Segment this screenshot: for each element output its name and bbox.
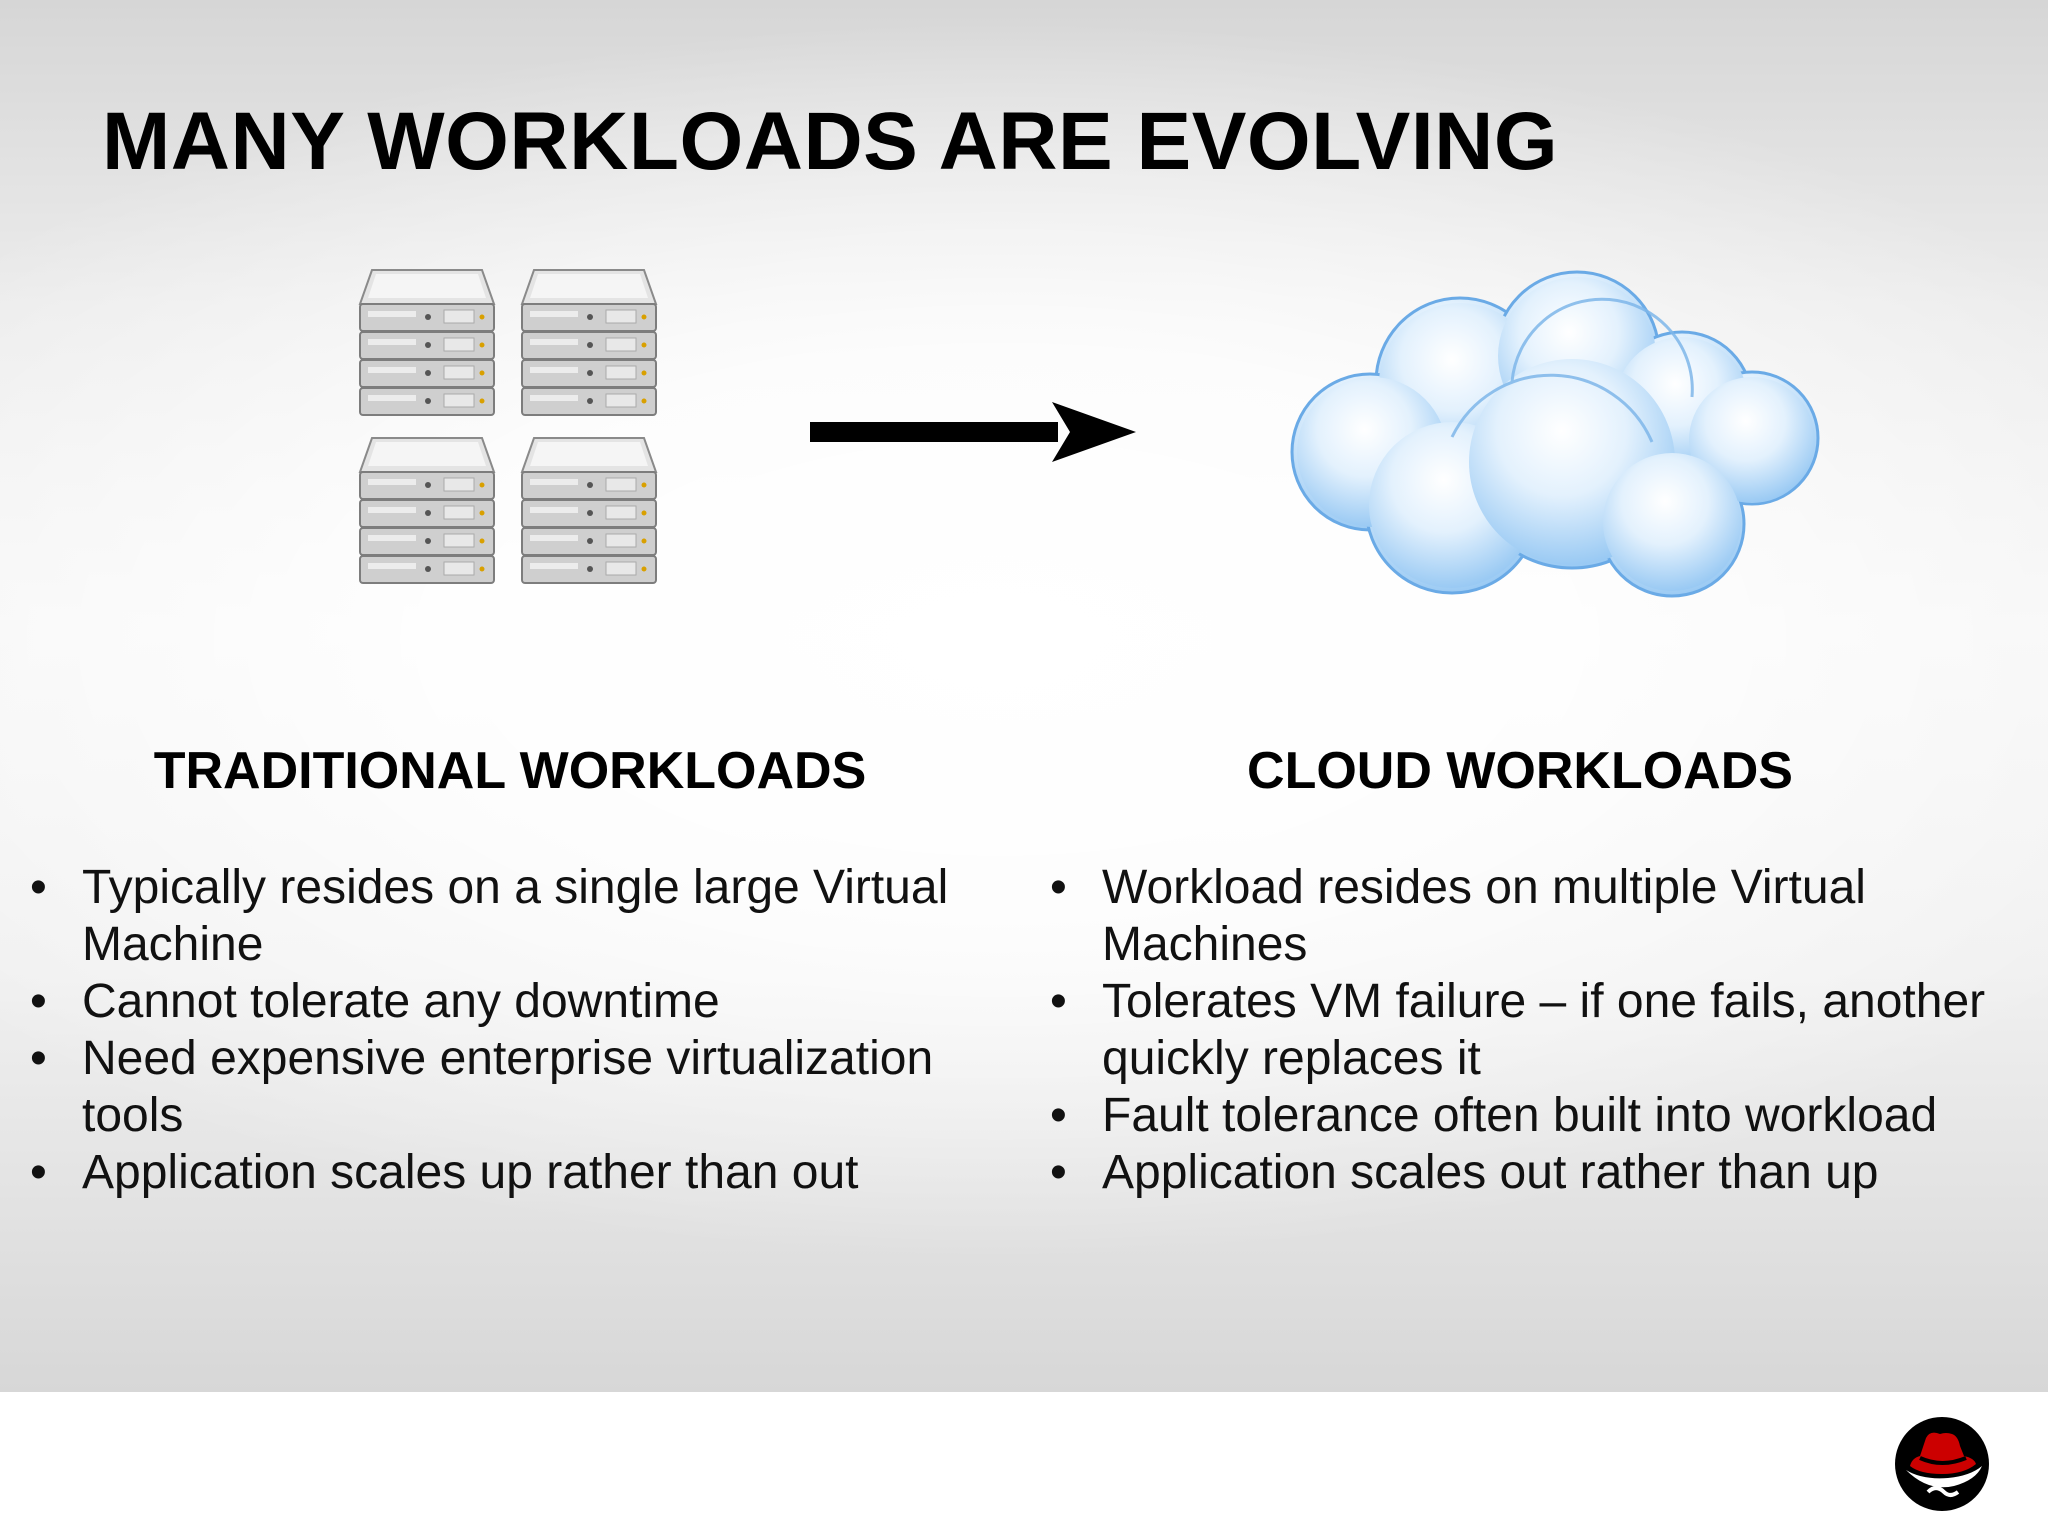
bullet-icon: • <box>1050 1146 1067 1199</box>
bullet-icon: • <box>30 975 47 1028</box>
list-item: • Application scales out rather than up <box>1050 1144 2040 1201</box>
traditional-workloads-heading: TRADITIONAL WORKLOADS <box>153 742 867 800</box>
server-stack-icon <box>520 437 658 584</box>
bullet-icon: • <box>30 1032 47 1085</box>
list-item: • Workload resides on multiple Virtual Ma… <box>1050 859 2040 973</box>
server-graphic <box>358 269 496 416</box>
bullet-text: Application scales out rather than up <box>1102 1146 1879 1199</box>
bullet-icon: • <box>1050 975 1067 1028</box>
bullet-icon: • <box>1050 1089 1067 1142</box>
bullet-text: Fault tolerance often built into workloa… <box>1102 1089 1938 1142</box>
red-hat-logo-icon <box>1895 1417 1989 1511</box>
bullet-text: Application scales up rather than out <box>82 1146 859 1199</box>
footer-band <box>0 1392 2048 1536</box>
list-item: • Cannot tolerate any downtime <box>30 973 1010 1030</box>
bullet-icon: • <box>30 1146 47 1199</box>
slide-background <box>0 0 2048 1392</box>
bullet-icon: • <box>1050 861 1067 914</box>
bullet-text: Cannot tolerate any downtime <box>82 975 720 1028</box>
bullet-text: Tolerates VM failure – if one fails, ano… <box>1102 975 1986 1085</box>
list-item: • Application scales up rather than out <box>30 1144 1010 1201</box>
slide-title: MANY WORKLOADS ARE EVOLVING <box>102 96 1559 187</box>
cloud-workloads-heading: CLOUD WORKLOADS <box>1247 742 1793 800</box>
traditional-workloads-list: • Typically resides on a single large Vir… <box>30 859 1010 1201</box>
right-arrow-icon <box>810 402 1136 462</box>
list-item: • Tolerates VM failure – if one fails, an… <box>1050 973 2040 1087</box>
bullet-icon: • <box>30 861 47 914</box>
bullet-text: Need expensive enterprise virtualization… <box>82 1032 934 1142</box>
list-item: • Need expensive enterprise virtualizatio… <box>30 1030 1010 1144</box>
server-stack-icon <box>358 437 496 584</box>
server-stack-icon <box>358 269 496 416</box>
server-rack-icon <box>356 266 662 594</box>
bullet-text: Typically resides on a single large Virt… <box>82 861 949 971</box>
cloud-workloads-list: • Workload resides on multiple Virtual Ma… <box>1050 859 2040 1201</box>
bullet-text: Workload resides on multiple Virtual Mac… <box>1102 861 1866 971</box>
list-item: • Fault tolerance often built into worklo… <box>1050 1087 2040 1144</box>
server-stack-icon <box>520 269 658 416</box>
list-item: • Typically resides on a single large Vir… <box>30 859 1010 973</box>
cloud-icon <box>1290 270 1820 598</box>
